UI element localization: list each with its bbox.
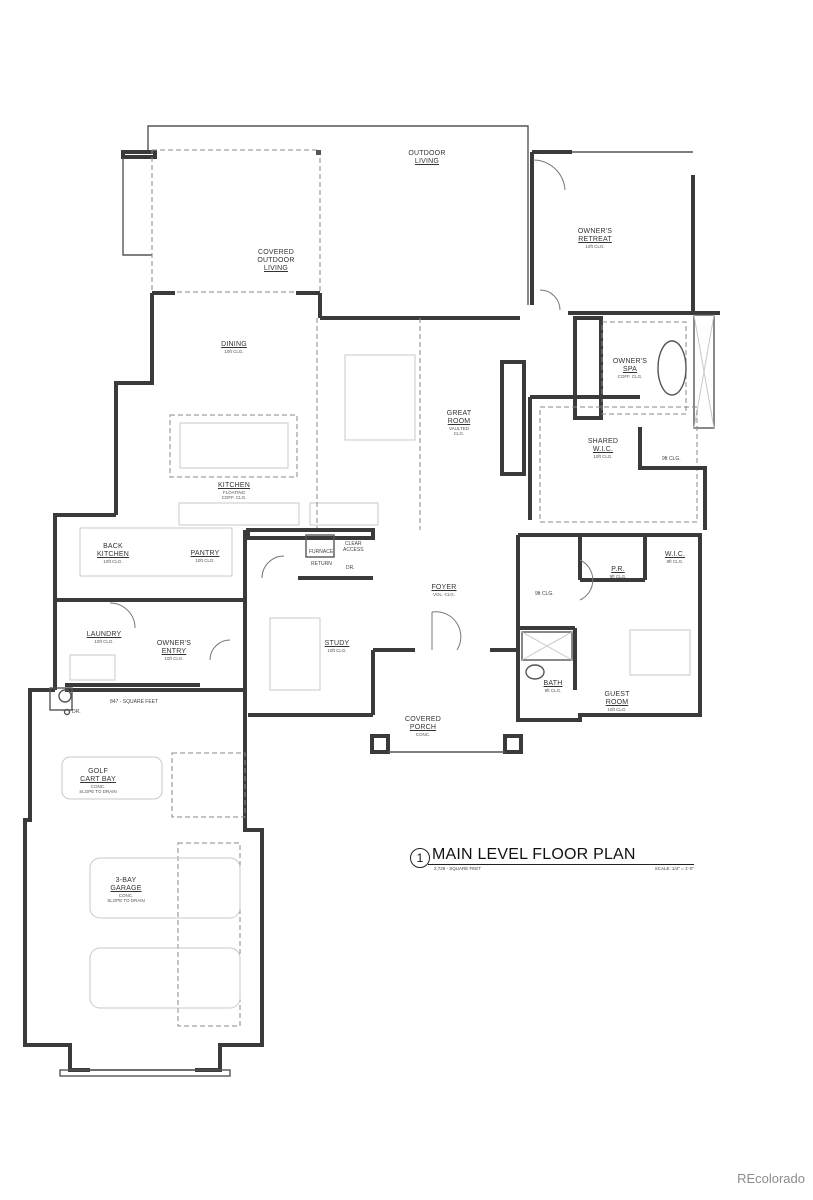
plan-title: MAIN LEVEL FLOOR PLAN: [432, 846, 636, 863]
clear-access-label: CLEAR ACCESS: [343, 541, 364, 553]
garage-square-feet: 847 - SQUARE FEET: [110, 699, 159, 705]
room-dining: DINING 10ft CLG.: [221, 341, 247, 354]
study-walls: [246, 528, 375, 717]
room-3-bay-garage: 3-BAY GARAGE CONC. SLOPE TO DRAIN: [107, 877, 145, 903]
outdoor-living-outline: [147, 125, 529, 305]
floor-drain-label: DR.: [346, 565, 355, 571]
guest-wing-walls: [516, 533, 702, 722]
room-owners-retreat: OWNER'S RETREAT 10ft CLG.: [577, 228, 613, 249]
room-guest-room: GUEST ROOM 10ft CLG.: [604, 691, 630, 712]
foyer-porch-walls: [370, 611, 523, 754]
watermark: REcolorado: [737, 1171, 805, 1186]
room-shared-wic: SHARED W.I.C. 10ft CLG.: [587, 438, 619, 459]
sheet-number-badge: 1: [410, 848, 430, 868]
room-foyer: FOYER VOL. CLG.: [431, 584, 457, 597]
room-study: STUDY 10ft CLG.: [324, 640, 350, 653]
room-owners-entry: OWNER'S ENTRY 10ft CLG.: [156, 640, 192, 661]
room-golf-cart-bay: GOLF CART BAY CONC. SLOPE TO DRAIN: [79, 768, 117, 794]
plan-scale: SCALE: 1/4" = 1'-0": [654, 866, 694, 871]
spa-wc-ceiling-label: 9ft CLG.: [662, 456, 681, 462]
hall-ceiling-label: 9ft CLG.: [535, 591, 554, 597]
room-powder-room: P.R. 9ft CLG.: [609, 566, 627, 579]
furnace-label: FURNACE: [309, 549, 334, 555]
return-label: RETURN: [311, 561, 332, 567]
room-great-room: GREAT ROOM VAULTED CLG.: [446, 410, 472, 436]
room-kitchen: KITCHEN FLOATING COFF. CLG.: [217, 482, 251, 500]
room-guest-wic: W.I.C. 9ft CLG.: [664, 551, 686, 564]
plan-square-feet: 2,728 - SQUARE FEET: [434, 866, 482, 871]
room-laundry: LAUNDRY 10ft CLG.: [86, 631, 122, 644]
room-outdoor-living: OUTDOOR LIVING: [408, 150, 446, 165]
title-underline: [428, 864, 694, 865]
garage-walls: [23, 687, 264, 1077]
dining-kitchen-walls: [114, 293, 520, 526]
covered-outdoor-living-walls: [121, 149, 322, 318]
room-owners-spa: OWNER'S SPA COFF. CLG.: [612, 358, 648, 379]
service-wing-walls: [53, 513, 247, 715]
garage-floor-drain-label: DR.: [72, 709, 81, 715]
room-back-kitchen: BACK KITCHEN 10ft CLG.: [96, 543, 130, 564]
room-covered-outdoor-living: COVERED OUTDOOR LIVING: [257, 249, 295, 272]
shared-wic-walls: [528, 395, 707, 530]
great-room-walls: [316, 318, 526, 530]
room-pantry: PANTRY 10ft CLG.: [190, 550, 220, 563]
owners-spa-walls: [573, 314, 715, 429]
room-bath: BATH 9ft CLG.: [543, 680, 563, 693]
owners-retreat-walls: [530, 150, 720, 315]
room-covered-porch: COVERED PORCH CONC.: [404, 716, 442, 737]
